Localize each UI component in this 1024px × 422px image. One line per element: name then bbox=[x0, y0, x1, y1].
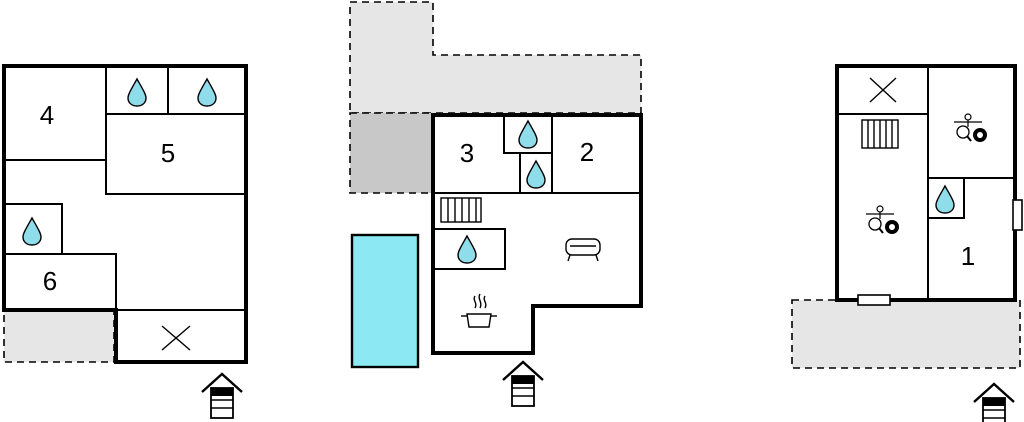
room-number: 2 bbox=[580, 137, 594, 167]
cross-icon bbox=[161, 325, 191, 351]
water-drop-icon bbox=[127, 78, 147, 107]
billiard-ball-icon: 8 bbox=[978, 133, 982, 140]
room-number: 6 bbox=[43, 266, 57, 296]
water-drop-icon bbox=[22, 217, 42, 246]
water-drop-icon bbox=[197, 78, 217, 107]
entrance-icon bbox=[501, 360, 545, 408]
water-drop-icon bbox=[518, 120, 538, 149]
exterior-wall bbox=[835, 64, 1017, 302]
terrace bbox=[3, 309, 115, 363]
covered-terrace bbox=[349, 112, 434, 194]
terrace bbox=[349, 1, 642, 114]
swimming-pool bbox=[350, 233, 420, 369]
cooking-pot-icon bbox=[461, 293, 497, 328]
bathroom bbox=[519, 152, 553, 194]
entrance-icon bbox=[972, 382, 1016, 422]
room-number: 1 bbox=[961, 241, 975, 271]
table-football-icon: 8 bbox=[865, 205, 900, 235]
room-number: 5 bbox=[161, 138, 175, 168]
room-4-wall bbox=[4, 66, 107, 161]
room-5 bbox=[105, 113, 247, 195]
table-tennis-icon: 8 bbox=[953, 113, 988, 143]
window bbox=[857, 294, 891, 306]
water-drop-icon bbox=[935, 185, 955, 214]
right-building: 8 8 1 bbox=[791, 64, 1023, 422]
cross-icon bbox=[869, 77, 897, 103]
middle-building: 3 2 bbox=[349, 1, 643, 408]
sofa-icon bbox=[565, 238, 601, 262]
left-building: 4 5 6 bbox=[2, 64, 248, 420]
bathroom bbox=[927, 177, 965, 219]
water-drop-icon bbox=[526, 160, 546, 189]
terrace bbox=[791, 299, 1021, 369]
water-drop-icon bbox=[457, 235, 477, 264]
bathroom bbox=[432, 228, 506, 270]
window bbox=[1012, 199, 1023, 231]
room-number: 4 bbox=[40, 100, 54, 130]
room-number: 3 bbox=[460, 138, 474, 168]
exterior-wall bbox=[431, 113, 643, 355]
stairs-icon bbox=[440, 197, 482, 223]
entrance-icon bbox=[200, 372, 244, 420]
billiard-ball-icon: 8 bbox=[890, 225, 894, 232]
room-6-wall bbox=[4, 253, 117, 310]
stairs-icon bbox=[861, 119, 899, 149]
